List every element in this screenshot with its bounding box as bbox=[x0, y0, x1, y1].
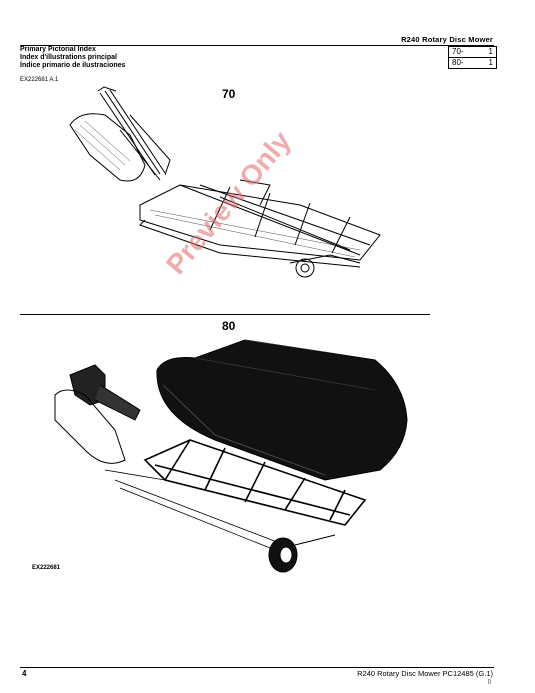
index-title-en: Primary Pictorial Index bbox=[20, 46, 96, 53]
mower-cover-illustration[interactable] bbox=[45, 330, 425, 575]
index-title-block: Primary Pictorial Index Index d'illustra… bbox=[20, 46, 125, 70]
section-80-label[interactable]: 80 bbox=[222, 319, 236, 333]
manual-title: R240 Rotary Disc Mower bbox=[401, 35, 493, 44]
page-number: 4 bbox=[22, 669, 27, 678]
footer-rule bbox=[20, 667, 494, 668]
mower-frame-illustration[interactable] bbox=[60, 85, 400, 285]
figure-code-top: EX222681 A.1 bbox=[20, 77, 59, 83]
index-title-fr: Index d'illustrations principal bbox=[20, 54, 117, 61]
index-row[interactable]: 80- 1 bbox=[449, 57, 496, 68]
index-page: 1 bbox=[488, 47, 493, 56]
index-row[interactable]: 70- 1 bbox=[449, 47, 496, 57]
index-section: 80- bbox=[452, 58, 464, 67]
index-page: 1 bbox=[488, 58, 493, 67]
header-rule bbox=[20, 45, 494, 46]
figure-code-bottom: EX222681 bbox=[32, 565, 61, 571]
section-index-table: 70- 1 80- 1 bbox=[448, 46, 497, 69]
section-divider bbox=[20, 314, 430, 315]
footer-subtext: () bbox=[487, 679, 491, 685]
section-70-label[interactable]: 70 bbox=[222, 87, 236, 101]
index-title-es: Índice primario de ilustraciones bbox=[20, 62, 126, 69]
index-section: 70- bbox=[452, 47, 464, 56]
footer-text: R240 Rotary Disc Mower PC12485 (G.1) bbox=[357, 669, 493, 678]
